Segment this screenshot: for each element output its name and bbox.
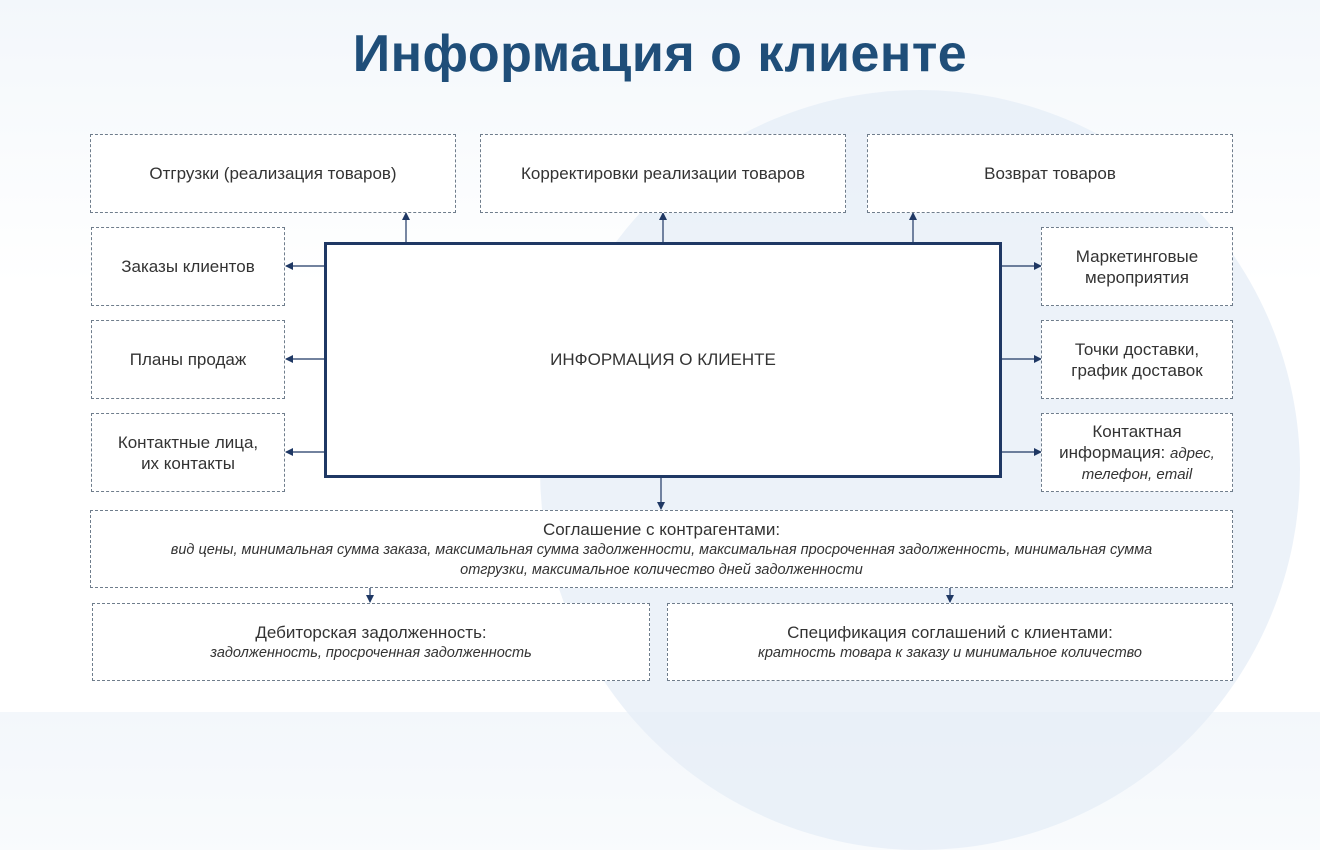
node-agreement-line2: отгрузки, максимальное количество дней з…	[460, 561, 863, 578]
node-contact-info-line2: информация: адрес,	[1059, 442, 1215, 464]
node-returns: Возврат товаров	[867, 134, 1233, 213]
node-contact-info-line2-plain: информация:	[1059, 442, 1166, 462]
node-contact-info-line3: телефон, email	[1081, 465, 1193, 483]
node-receivables: Дебиторская задолженность: задолженность…	[92, 603, 650, 681]
node-agreement-title: Соглашение с контрагентами:	[542, 519, 781, 539]
node-sales-plans-label: Планы продаж	[129, 350, 247, 369]
node-shipments-label: Отгрузки (реализация товаров)	[149, 164, 397, 183]
node-contact-info: Контактная информация: адрес, телефон, e…	[1041, 413, 1233, 492]
node-orders-label: Заказы клиентов	[121, 257, 255, 276]
node-sales-plans: Планы продаж	[91, 320, 285, 399]
node-orders: Заказы клиентов	[91, 227, 285, 306]
node-client-info-center: ИНФОРМАЦИЯ О КЛИЕНТЕ	[324, 242, 1002, 478]
node-contact-info-line1: Контактная	[1092, 421, 1182, 441]
node-specification-detail: кратность товара к заказу и минимальное …	[758, 644, 1142, 661]
node-specification-title: Спецификация соглашений с клиентами:	[787, 622, 1113, 642]
connector-arrows	[285, 212, 1042, 603]
page-title: Информация о клиенте	[352, 25, 968, 83]
node-agreement-line1: вид цены, минимальная сумма заказа, макс…	[170, 541, 1153, 558]
node-corrections-label: Корректировки реализации товаров	[521, 164, 805, 183]
node-contact-info-line2-italic: адрес,	[1170, 444, 1215, 462]
node-marketing-line1: Маркетинговые	[1075, 246, 1199, 266]
node-delivery-line2: график доставок	[1071, 360, 1203, 380]
node-contacts-line2: их контакты	[141, 453, 235, 473]
node-receivables-title: Дебиторская задолженность:	[255, 622, 487, 642]
node-specification: Спецификация соглашений с клиентами: кра…	[667, 603, 1233, 681]
node-shipments: Отгрузки (реализация товаров)	[90, 134, 456, 213]
node-corrections: Корректировки реализации товаров	[480, 134, 846, 213]
node-client-info-center-label: ИНФОРМАЦИЯ О КЛИЕНТЕ	[550, 350, 776, 369]
node-receivables-detail: задолженность, просроченная задолженност…	[210, 644, 532, 661]
node-returns-label: Возврат товаров	[984, 164, 1116, 183]
node-agreement: Соглашение с контрагентами: вид цены, ми…	[90, 510, 1233, 588]
node-marketing: Маркетинговые мероприятия	[1041, 227, 1233, 306]
node-contacts: Контактные лица, их контакты	[91, 413, 285, 492]
node-delivery: Точки доставки, график доставок	[1041, 320, 1233, 399]
node-contacts-line1: Контактные лица,	[117, 432, 259, 452]
node-marketing-line2: мероприятия	[1085, 267, 1189, 287]
node-delivery-line1: Точки доставки,	[1074, 339, 1200, 359]
